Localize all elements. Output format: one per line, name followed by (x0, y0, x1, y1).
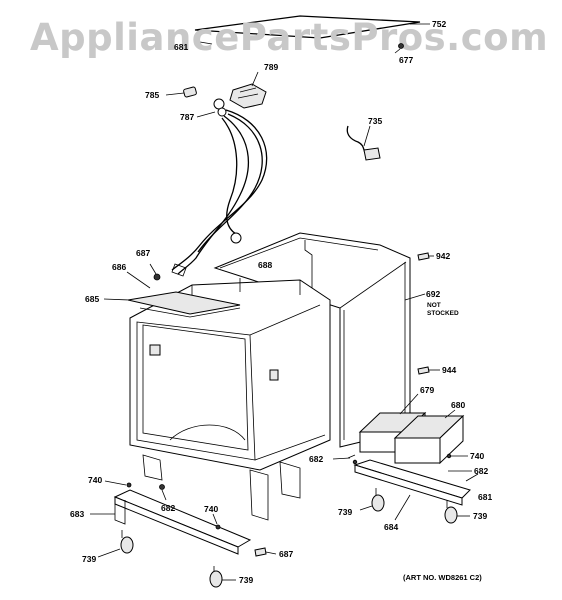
wheel-739-left-1 (97, 530, 134, 558)
callout-739-mid: 739 (338, 507, 352, 517)
callout-789: 789 (264, 62, 278, 72)
callout-677: 677 (399, 55, 413, 65)
callout-684: 684 (384, 522, 398, 532)
screw-687-bottom (254, 547, 277, 557)
inlet-fitting-785 (165, 86, 197, 98)
note-not: NOT (427, 302, 441, 309)
screw-944 (417, 366, 440, 375)
callout-681-right: 681 (478, 492, 492, 502)
base-rail-684 (347, 453, 479, 521)
callout-692: 692 (426, 289, 440, 299)
valve-789 (229, 71, 267, 109)
callout-683: 683 (70, 509, 84, 519)
callout-688: 688 (258, 260, 272, 270)
art-number: (ART NO. WD8261 C2) (403, 573, 482, 582)
screw-677 (398, 43, 404, 49)
callout-682-left-of-rail: 682 (309, 454, 323, 464)
callout-785: 785 (145, 90, 159, 100)
screw-942 (417, 252, 434, 261)
wheel-739-right-1 (359, 488, 385, 512)
callout-682-bottom: 682 (161, 503, 175, 513)
callout-685: 685 (85, 294, 99, 304)
callout-735: 735 (368, 116, 382, 126)
callout-739-left: 739 (82, 554, 96, 564)
callout-687-top: 687 (136, 248, 150, 258)
callout-687-bottom: 687 (279, 549, 293, 559)
callout-740-bottom: 740 (204, 504, 218, 514)
callout-787: 787 (180, 112, 194, 122)
wheel-739-right-2 (444, 500, 470, 524)
callout-679: 679 (420, 385, 434, 395)
top-panel-752 (194, 15, 421, 45)
insulation-680 (393, 409, 465, 465)
callout-680: 680 (451, 400, 465, 410)
callout-739-bottom: 739 (239, 575, 253, 585)
wheel-739-left-2 (209, 566, 236, 588)
watermark: AppliancePartsPros.com (30, 16, 548, 59)
leader-lines (332, 23, 472, 472)
callout-686: 686 (112, 262, 126, 272)
hose-assembly-787 (171, 98, 268, 277)
base-rail-683 (90, 480, 252, 555)
note-stocked: STOCKED (427, 310, 459, 317)
callout-752: 752 (432, 19, 446, 29)
callout-681-top: 681 (174, 42, 188, 52)
callout-740-right: 740 (470, 451, 484, 461)
callout-682-right: 682 (474, 466, 488, 476)
callout-740-left: 740 (88, 475, 102, 485)
callout-739-right: 739 (473, 511, 487, 521)
callout-944: 944 (442, 365, 456, 375)
bracket-685 (103, 271, 241, 318)
callout-942: 942 (436, 251, 450, 261)
tub-assembly (129, 278, 331, 521)
power-cord-735 (346, 125, 381, 161)
screw-687-top (149, 263, 161, 281)
